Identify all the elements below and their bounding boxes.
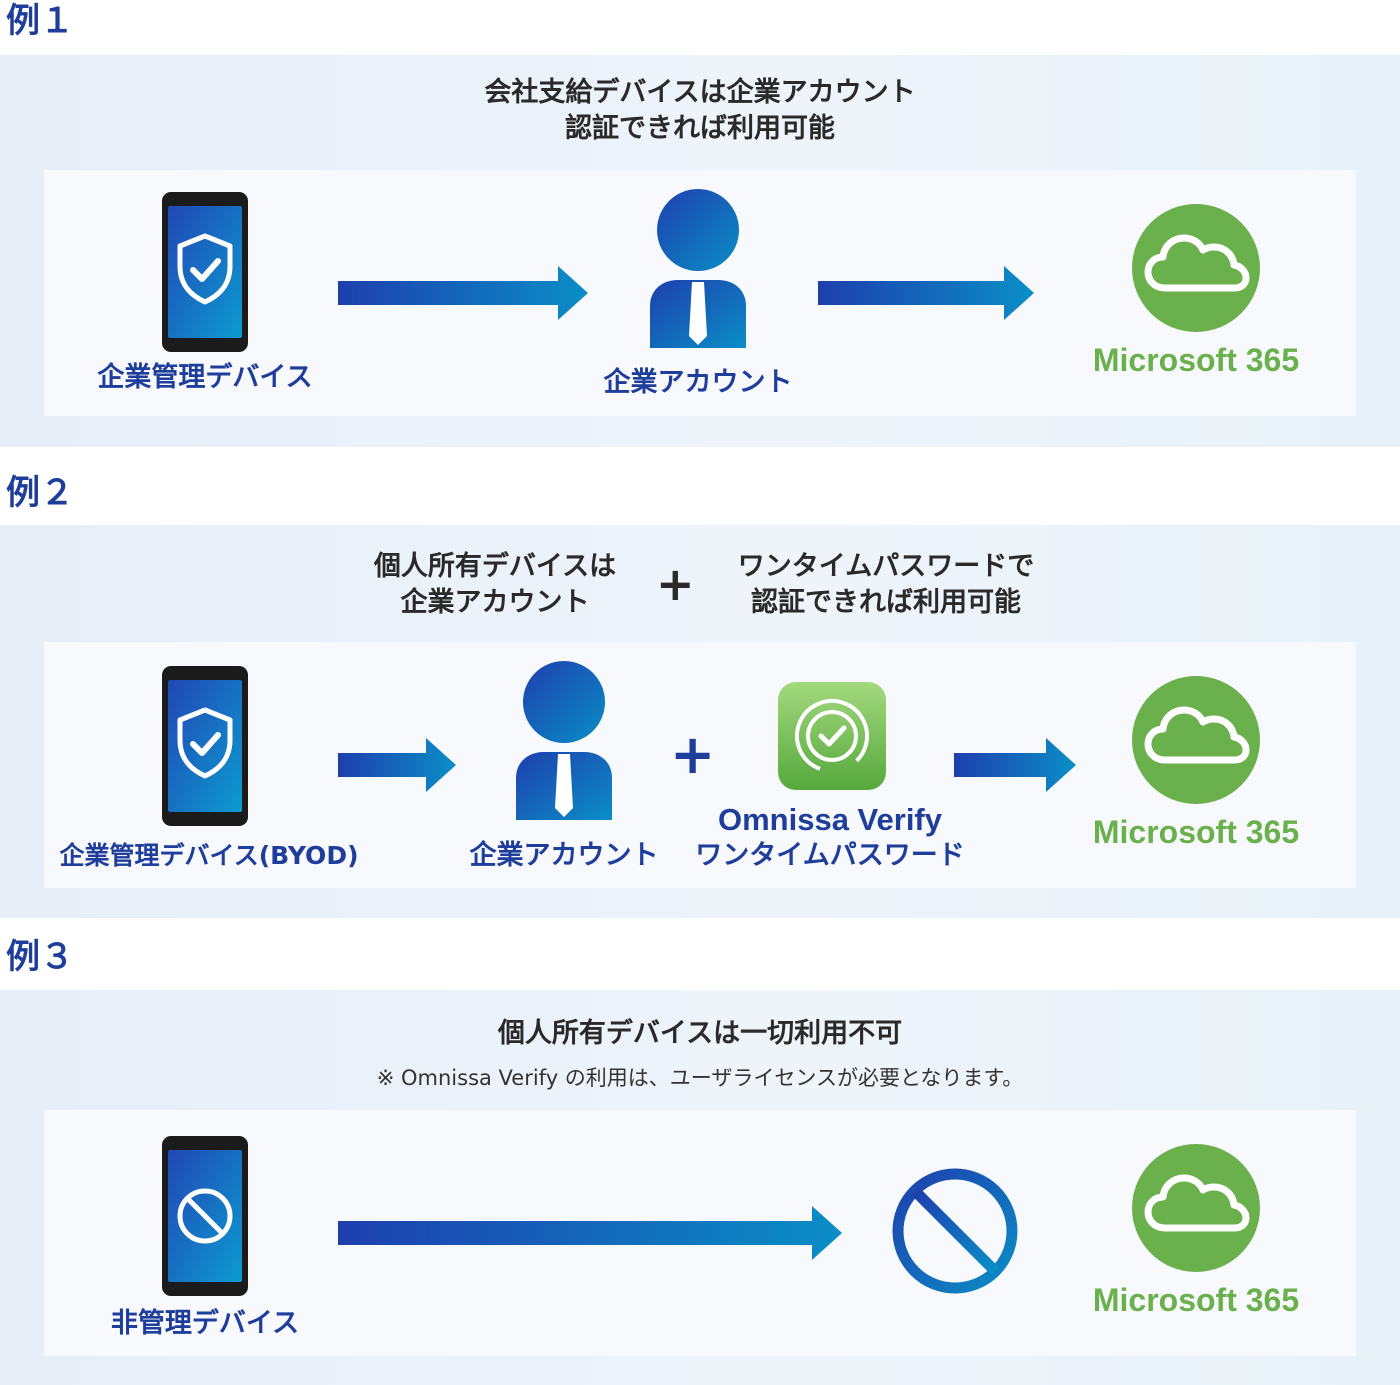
example-3-label: 例３ xyxy=(6,937,74,977)
cloud-icon xyxy=(1132,1144,1260,1272)
cloud-icon xyxy=(1132,676,1260,804)
shield-check-icon xyxy=(177,233,233,305)
example-2-caption-right: ワンタイムパスワードで 認証できれば利用可能 xyxy=(737,551,1035,618)
example-1-label: 例１ xyxy=(6,1,74,41)
example-2-section: 個人所有デバイスは 企業アカウント + ワンタイムパスワードで 認証できれば利用… xyxy=(0,525,1400,918)
example-3-caption: 個人所有デバイスは一切利用不可 xyxy=(497,1018,903,1049)
example-1-caption: 会社支給デバイスは企業アカウント 認証できれば利用可能 xyxy=(484,77,916,144)
caption-plus: + xyxy=(656,557,695,611)
microsoft-365-label: Microsoft 365 xyxy=(1092,814,1300,850)
byod-device-label: 企業管理デバイス(BYOD) xyxy=(59,841,359,870)
arrow-right-icon xyxy=(338,738,456,792)
user-icon xyxy=(516,661,612,820)
example-3-section: 個人所有デバイスは一切利用不可 ※ Omnissa Verify の利用は、ユー… xyxy=(0,990,1400,1385)
example-1-section: 会社支給デバイスは企業アカウント 認証できれば利用可能 企業管理デバイス 企業ア… xyxy=(0,55,1400,447)
phone-icon xyxy=(162,1136,248,1296)
cloud-icon xyxy=(1132,204,1260,332)
example-2-caption-left: 個人所有デバイスは 企業アカウント xyxy=(373,551,617,618)
verify-check-icon xyxy=(778,682,886,790)
plus-sign: + xyxy=(670,723,716,786)
microsoft-365-label: Microsoft 365 xyxy=(1092,342,1300,378)
phone-icon xyxy=(162,192,248,352)
arrow-right-icon xyxy=(338,266,588,320)
shield-check-icon xyxy=(177,707,233,779)
prohibited-icon xyxy=(177,1188,233,1244)
example-2-label: 例２ xyxy=(6,473,74,513)
prohibited-icon xyxy=(892,1168,1018,1294)
corporate-account-label: 企業アカウント xyxy=(469,840,659,871)
example-2-panel: 企業管理デバイス(BYOD) 企業アカウント + Omnissa Verify … xyxy=(44,642,1356,888)
phone-icon xyxy=(162,666,248,826)
omnissa-verify-label: Omnissa Verify xyxy=(717,802,942,837)
corporate-account-label: 企業アカウント xyxy=(603,367,793,398)
managed-device-label: 企業管理デバイス xyxy=(97,362,313,393)
arrow-right-icon xyxy=(338,1206,842,1260)
unmanaged-device-label: 非管理デバイス xyxy=(110,1308,300,1339)
example-1-panel: 企業管理デバイス 企業アカウント Microsoft 365 xyxy=(44,170,1356,416)
example-3-panel: 非管理デバイス Microsoft 365 xyxy=(44,1110,1356,1356)
license-note: ※ Omnissa Verify の利用は、ユーザライセンスが必要となります。 xyxy=(376,1066,1024,1090)
microsoft-365-label: Microsoft 365 xyxy=(1092,1282,1300,1318)
user-icon xyxy=(650,189,746,348)
one-time-password-label: ワンタイムパスワード xyxy=(695,840,965,871)
arrow-right-icon xyxy=(818,266,1034,320)
arrow-right-icon xyxy=(954,738,1076,792)
